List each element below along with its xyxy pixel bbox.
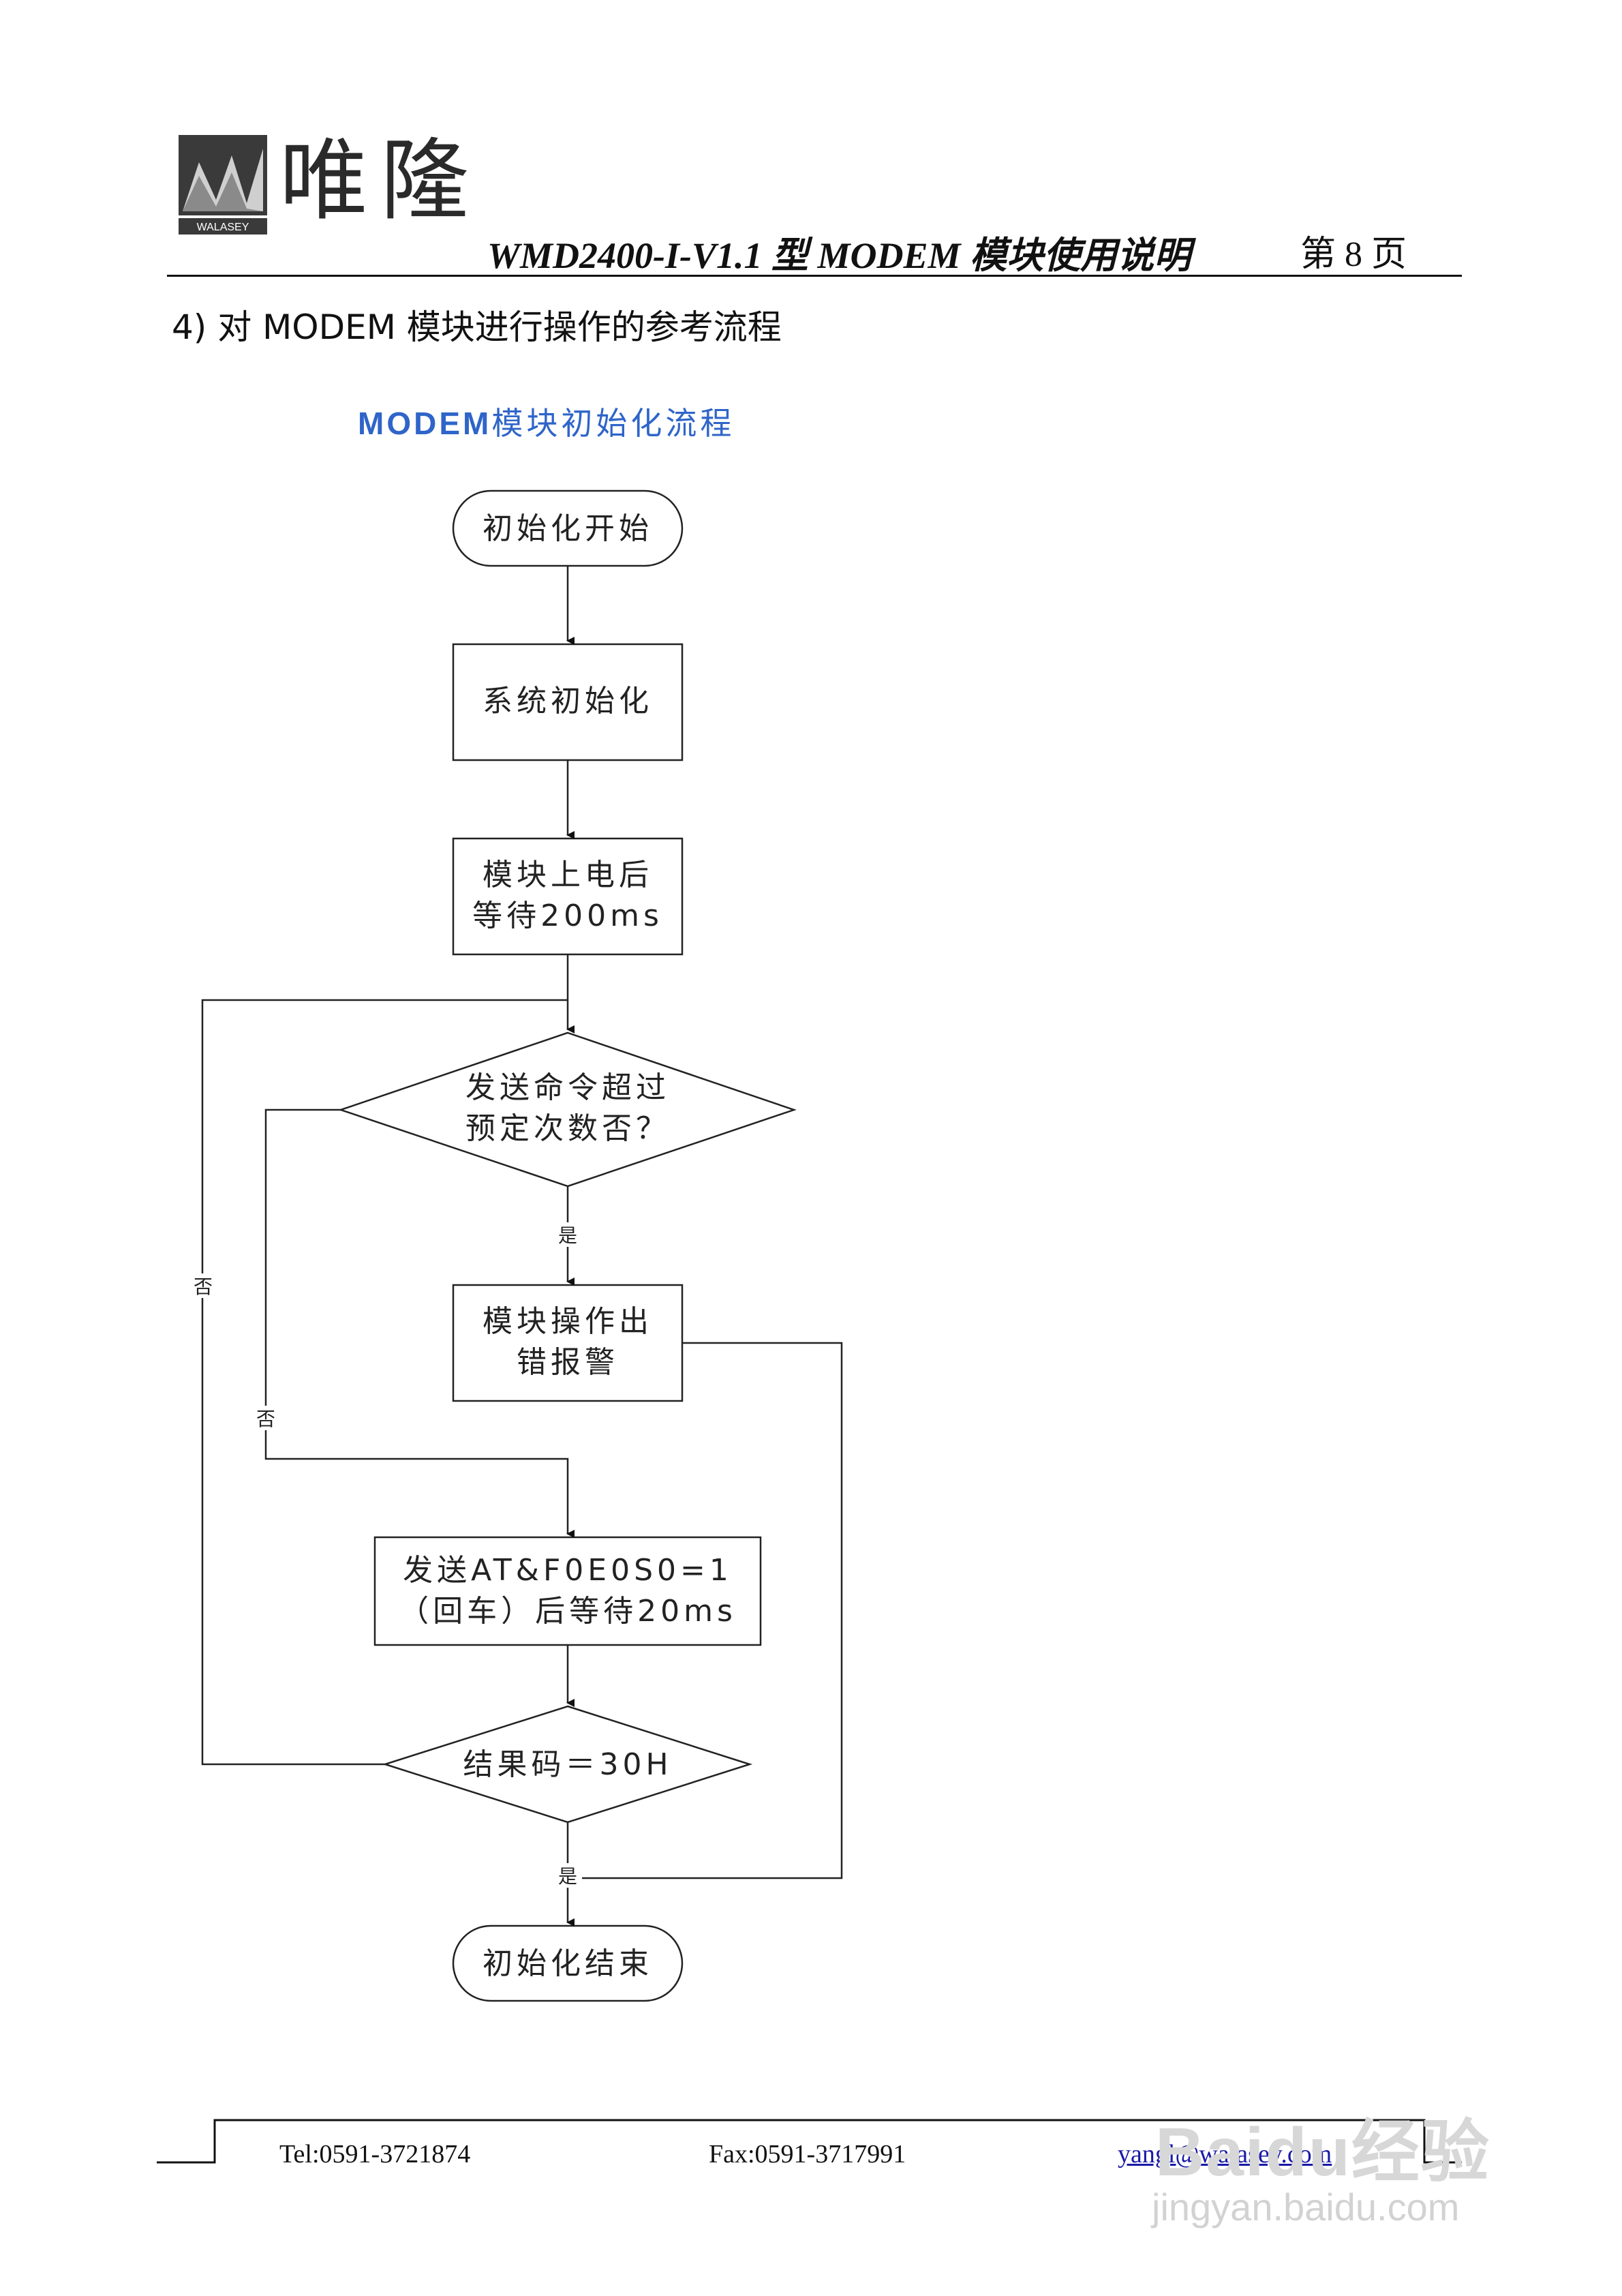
document-title: WMD2400-I-V1.1 型 MODEM 模块使用说明 — [487, 235, 1191, 276]
send-cmd-label-2: （回车）后等待20ms — [399, 1594, 737, 1629]
footer-fax: Fax:0591-3717991 — [709, 2140, 906, 2169]
header-rule — [167, 275, 1462, 277]
edge-error-out — [568, 1342, 843, 1879]
company-logo: WALASEY — [179, 135, 267, 237]
sys-init-label: 系统初始化 — [483, 684, 653, 719]
retry-decision — [338, 1031, 797, 1188]
result-yes-label: 是 — [558, 1865, 577, 1888]
end-label: 初始化结束 — [483, 1946, 653, 1981]
flowchart-title-rest: 模块初始化流程 — [491, 405, 735, 442]
edge-retry-no — [264, 1108, 575, 1538]
logo-caption: WALASEY — [197, 222, 249, 233]
logo-brand-text: 唯隆 — [279, 129, 482, 232]
retry-label-2: 预定次数否？ — [465, 1111, 670, 1146]
flowchart-title-bold: MODEM — [358, 406, 492, 441]
flowchart-title: MODEM模块初始化流程 — [358, 399, 735, 444]
result-no-label: 否 — [194, 1275, 213, 1298]
error-box — [452, 1284, 684, 1402]
retry-yes-label: 是 — [558, 1224, 577, 1247]
retry-no-label: 否 — [256, 1408, 275, 1430]
retry-label-1: 发送命令超过 — [465, 1070, 670, 1105]
error-label-2: 错报警 — [517, 1345, 619, 1380]
watermark-brand: Baidu经验 — [1155, 2114, 1490, 2190]
footer-frame-left — [157, 2119, 1462, 2164]
result-label: 结果码＝30H — [463, 1747, 672, 1782]
watermark-url: jingyan.baidu.com — [1152, 2186, 1460, 2229]
footer-email-link[interactable]: yangl@walasey.com — [1118, 2140, 1332, 2169]
power-wait-box — [452, 837, 684, 956]
start-label: 初始化开始 — [483, 511, 653, 546]
error-label-1: 模块操作出 — [483, 1304, 653, 1339]
page-number: 第 8 页 — [1300, 235, 1407, 274]
power-wait-label-1: 模块上电后 — [483, 858, 653, 892]
send-cmd-label-1: 发送AT&F0E0S0=1 — [403, 1553, 733, 1588]
power-wait-label-2: 等待200ms — [472, 898, 663, 933]
section-heading: 4) 对 MODEM 模块进行操作的参考流程 — [172, 307, 782, 347]
footer-tel: Tel:0591-3721874 — [279, 2140, 471, 2169]
edge-result-no — [201, 999, 568, 1766]
